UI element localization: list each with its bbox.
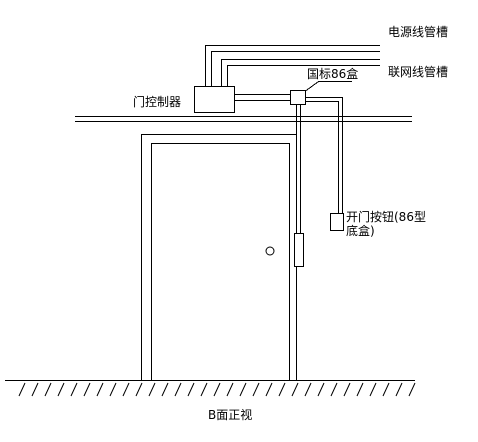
hatch-mark	[291, 382, 299, 397]
hatch-mark	[330, 382, 338, 397]
box-86-label: 国标86盒	[307, 67, 359, 81]
hatch-mark	[278, 382, 286, 397]
hatch-mark	[31, 382, 39, 397]
door-knob	[265, 246, 275, 256]
hatch-mark	[187, 382, 195, 397]
hatch-mark	[343, 382, 351, 397]
open-door-button-label-line2: 底盒)	[346, 224, 375, 238]
hatch-mark	[265, 382, 273, 397]
hatch-mark	[382, 382, 390, 397]
hatch-mark	[18, 382, 26, 397]
box-86-leader	[305, 81, 352, 92]
hatch-mark	[304, 382, 312, 397]
power-conduit-label: 电源线管槽	[388, 25, 449, 39]
floor-hatching	[18, 382, 416, 397]
controller-label: 门控制器	[133, 95, 182, 109]
hatch-mark	[200, 382, 208, 397]
hatch-mark	[395, 382, 403, 397]
hatch-mark	[122, 382, 130, 397]
ceiling-line	[75, 116, 412, 122]
box-to-button-cable	[305, 97, 343, 213]
open-door-button	[330, 213, 344, 231]
hatch-mark	[317, 382, 325, 397]
door-lock	[294, 233, 304, 267]
door-leaf	[151, 143, 290, 380]
hatch-mark	[239, 382, 247, 397]
hatch-mark	[252, 382, 260, 397]
hatch-mark	[83, 382, 91, 397]
hatch-mark	[213, 382, 221, 397]
open-door-button-label-line1: 开门按钮(86型	[346, 210, 426, 224]
power-conduit	[205, 45, 380, 86]
hatch-mark	[408, 382, 416, 397]
diagram-caption: B面正视	[208, 408, 253, 422]
hatch-mark	[148, 382, 156, 397]
hatch-mark	[161, 382, 169, 397]
box-to-lock-cable	[296, 104, 301, 233]
box-86	[290, 90, 306, 105]
hatch-mark	[356, 382, 364, 397]
hatch-mark	[369, 382, 377, 397]
hatch-mark	[226, 382, 234, 397]
hatch-mark	[44, 382, 52, 397]
hatch-mark	[135, 382, 143, 397]
open-door-button-label: 开门按钮(86型 底盒)	[346, 210, 426, 238]
door-controller-box	[194, 86, 235, 113]
hatch-mark	[70, 382, 78, 397]
hatch-mark	[174, 382, 182, 397]
box-to-button-cable-inner	[305, 101, 339, 213]
hatch-mark	[96, 382, 104, 397]
controller-to-box-cable	[234, 94, 291, 101]
hatch-mark	[109, 382, 117, 397]
door-frame-outer	[141, 134, 297, 380]
hatch-mark	[57, 382, 65, 397]
network-conduit	[221, 59, 380, 86]
network-conduit-label: 联网线管槽	[388, 65, 449, 79]
